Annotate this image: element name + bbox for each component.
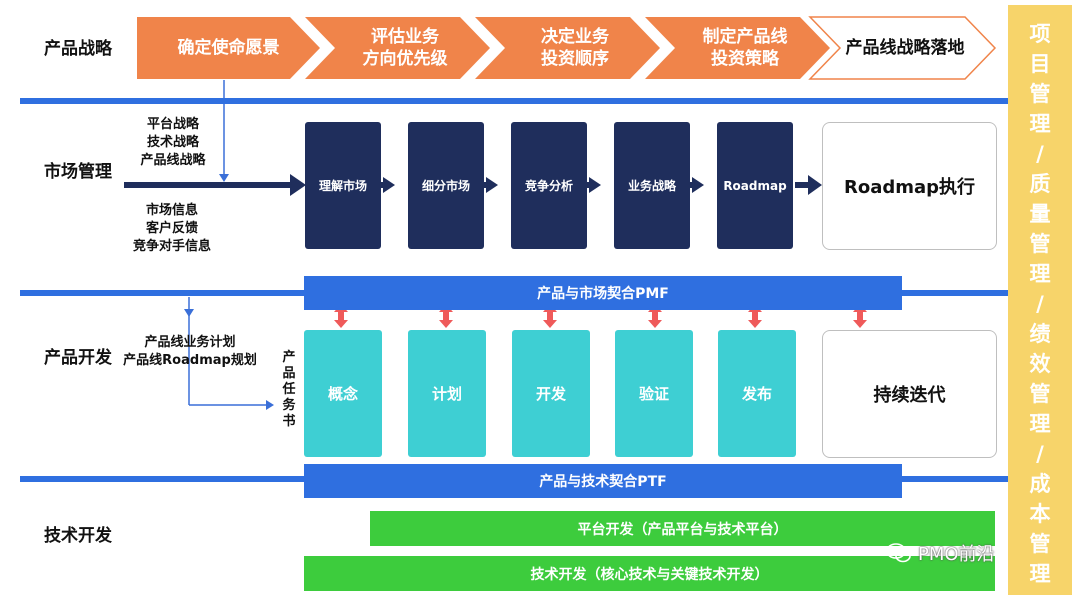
tech-band-platform: 平台开发（产品平台与技术平台）	[370, 511, 995, 546]
pmf-band: 产品与市场契合PMF	[304, 276, 902, 310]
market-arrow-1	[383, 177, 395, 193]
market-arrow-4	[692, 177, 704, 193]
strategy-step-2: 评估业务 方向优先级	[362, 27, 448, 69]
chevron-1	[137, 17, 320, 79]
product-step-develop: 开发	[512, 330, 590, 457]
sidebar-char: 项	[1029, 22, 1051, 46]
sidebar-char: 管	[1029, 232, 1051, 256]
market-inputs-top: 平台战略 技术战略 产品线战略	[140, 117, 206, 168]
market-step-understand: 理解市场	[305, 122, 381, 249]
sidebar-char: 成	[1029, 472, 1051, 496]
sidebar-char: 目	[1029, 52, 1051, 76]
market-main-head	[290, 174, 306, 196]
market-arrow-3	[589, 177, 601, 193]
sidebar-char: 量	[1029, 202, 1051, 226]
market-step-business: 业务战略	[614, 122, 690, 249]
strategy-down-head	[219, 174, 229, 182]
strategy-step-1: 确定使命愿景	[177, 38, 280, 58]
sidebar-char: 管	[1029, 532, 1051, 556]
sidebar-char: 效	[1029, 352, 1051, 376]
chevron-5	[808, 16, 997, 80]
chevron-4	[645, 17, 830, 79]
section-label-product: 产品开发	[44, 348, 112, 368]
market-result-box: Roadmap执行	[822, 122, 997, 250]
red-double-arrows	[334, 304, 867, 328]
separator-1	[20, 98, 1010, 104]
sidebar-char: 管	[1029, 82, 1051, 106]
task-book-label: 产品任务书	[281, 350, 297, 430]
strategy-step-4: 制定产品线 投资策略	[702, 27, 788, 69]
section-label-tech: 技术开发	[44, 526, 112, 546]
task-book-char: 品	[282, 366, 296, 381]
task-book-char: 书	[282, 414, 296, 429]
sidebar-char: 管	[1029, 382, 1051, 406]
task-book-char: 务	[282, 398, 296, 413]
market-arrow-5	[808, 175, 822, 195]
product-input-head-down	[184, 309, 194, 317]
product-inputs: 产品线业务计划 产品线Roadmap规划	[123, 335, 257, 368]
market-step-competition: 竞争分析	[511, 122, 587, 249]
product-result-box: 持续迭代	[822, 330, 997, 458]
management-sidebar: 项目管理/质量管理/绩效管理/成本管理	[1008, 5, 1072, 595]
sidebar-char: 绩	[1029, 322, 1051, 346]
market-step-roadmap: Roadmap	[717, 122, 793, 249]
strategy-step-3: 决定业务 投资顺序	[541, 27, 609, 69]
sidebar-char: 理	[1029, 262, 1051, 286]
section-label-strategy: 产品战略	[44, 39, 112, 59]
sidebar-char: 理	[1029, 412, 1051, 436]
market-arrow-2	[486, 177, 498, 193]
sidebar-char: 质	[1029, 172, 1051, 196]
product-input-head-right	[266, 400, 274, 410]
strategy-step-5: 产品线战略落地	[845, 38, 965, 58]
sidebar-char: 理	[1029, 562, 1051, 586]
sidebar-char: /	[1036, 142, 1044, 166]
wechat-icon	[886, 543, 911, 563]
task-book-char: 产	[282, 350, 296, 365]
tech-band-core: 技术开发（核心技术与关键技术开发）	[304, 556, 995, 591]
sidebar-char: /	[1036, 442, 1044, 466]
sidebar-char: 理	[1029, 112, 1051, 136]
watermark-text: PMO前沿	[918, 544, 995, 565]
watermark: PMO前沿	[886, 540, 995, 566]
product-step-concept: 概念	[304, 330, 382, 457]
market-step-segment: 细分市场	[408, 122, 484, 249]
market-inputs-bottom: 市场信息 客户反馈 竞争对手信息	[132, 203, 211, 254]
ptf-band: 产品与技术契合PTF	[304, 464, 902, 498]
chevron-2	[305, 17, 490, 79]
product-step-release: 发布	[718, 330, 796, 457]
product-step-plan: 计划	[408, 330, 486, 457]
sidebar-char: /	[1036, 292, 1044, 316]
chevron-3	[475, 17, 660, 79]
sidebar-char: 本	[1029, 502, 1051, 526]
section-label-market: 市场管理	[44, 162, 112, 182]
product-step-verify: 验证	[615, 330, 693, 457]
task-book-char: 任	[282, 382, 296, 397]
